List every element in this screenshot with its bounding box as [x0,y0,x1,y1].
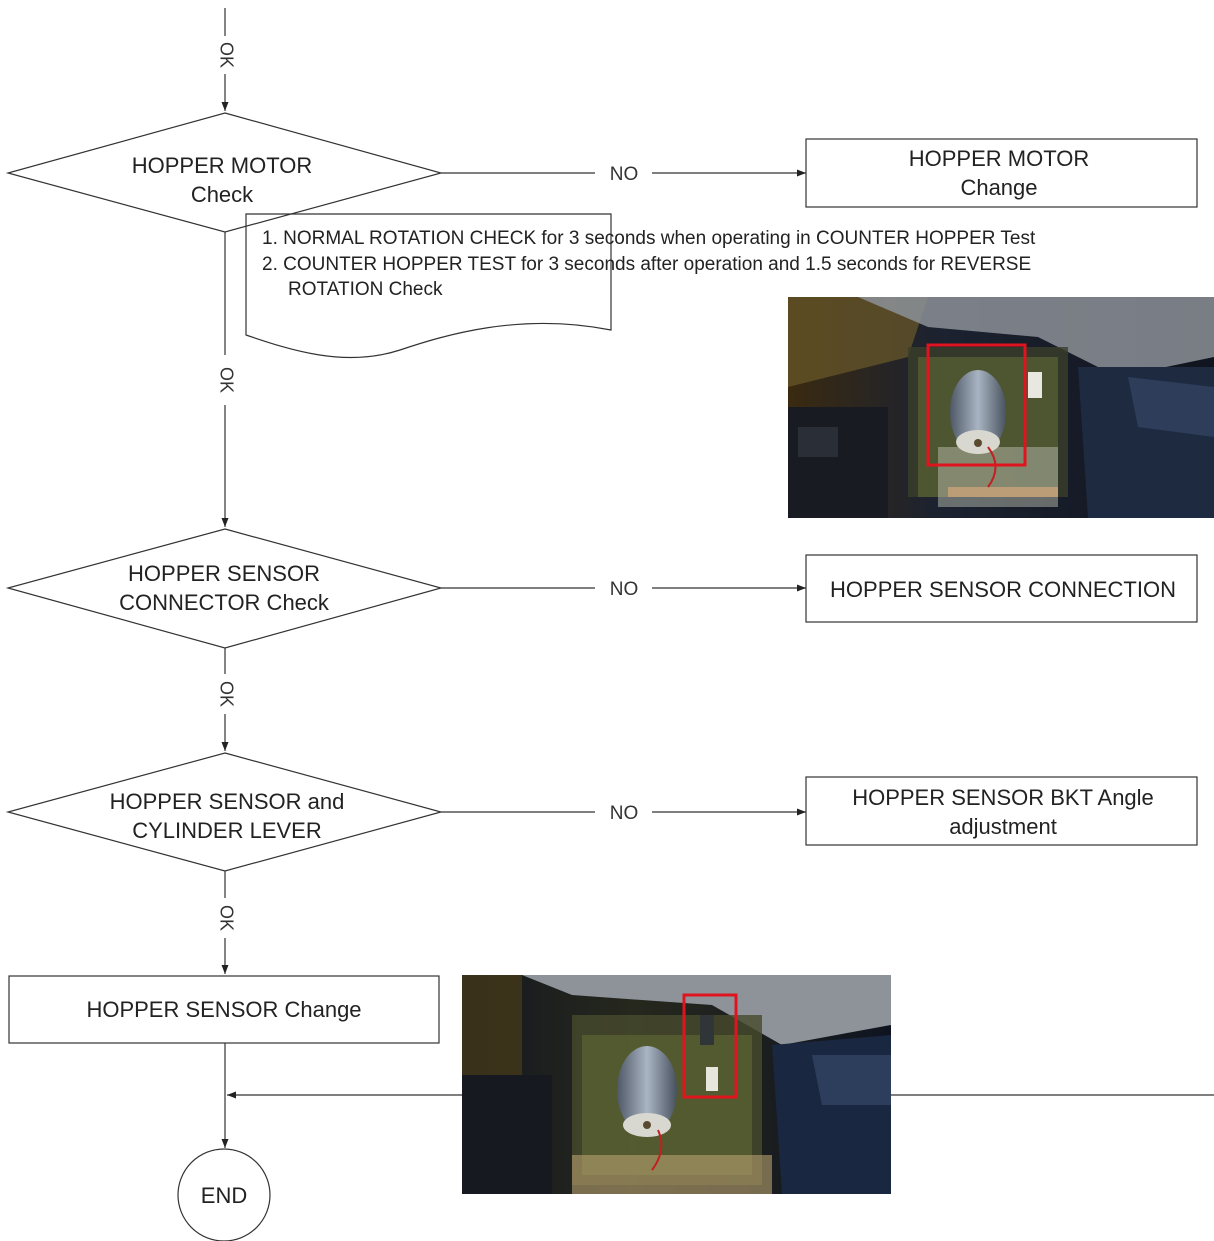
ok-label: OK [216,681,236,707]
no-label: NO [610,579,639,600]
note-line3: ROTATION Check [288,279,443,300]
decision-motor-line1: HOPPER MOTOR [132,153,313,178]
end-label: END [201,1183,247,1208]
decision-connector-line2: CONNECTOR Check [119,590,330,615]
highlight-box [926,343,1027,467]
action-motor-change-line1: HOPPER MOTOR [909,146,1090,171]
no-label: NO [610,164,639,185]
hopper-sensor-photo [462,975,891,1194]
action-motor-change-box [805,138,1198,208]
decision-lever-line2: CYLINDER LEVER [132,818,322,843]
action-bkt-line2: adjustment [949,814,1057,839]
highlight-box [682,993,738,1099]
decision-connector-line1: HOPPER SENSOR [128,561,320,586]
action-sensor-connection-text: HOPPER SENSOR CONNECTION [830,577,1176,602]
note-line2: 2. COUNTER HOPPER TEST for 3 seconds aft… [262,254,1031,275]
hopper-motor-photo [788,297,1214,518]
note-line1: 1. NORMAL ROTATION CHECK for 3 seconds w… [262,228,1036,249]
no-label: NO [610,803,639,824]
action-sensor-change-text: HOPPER SENSOR Change [86,997,361,1022]
action-sensor-change-box [8,975,440,1044]
note-shape [245,213,612,359]
action-motor-change-line2: Change [960,175,1037,200]
ok-label: OK [216,367,236,393]
action-bkt-adjustment-box [805,776,1198,846]
ok-label: OK [216,42,236,68]
end-terminal [177,1148,271,1241]
decision-motor-line2: Check [191,182,254,207]
ok-label: OK [216,905,236,931]
action-bkt-line1: HOPPER SENSOR BKT Angle [852,785,1154,810]
decision-lever-line1: HOPPER SENSOR and [110,789,345,814]
decision-sensor-connector-check [5,528,444,649]
action-sensor-connection-box [805,554,1198,623]
